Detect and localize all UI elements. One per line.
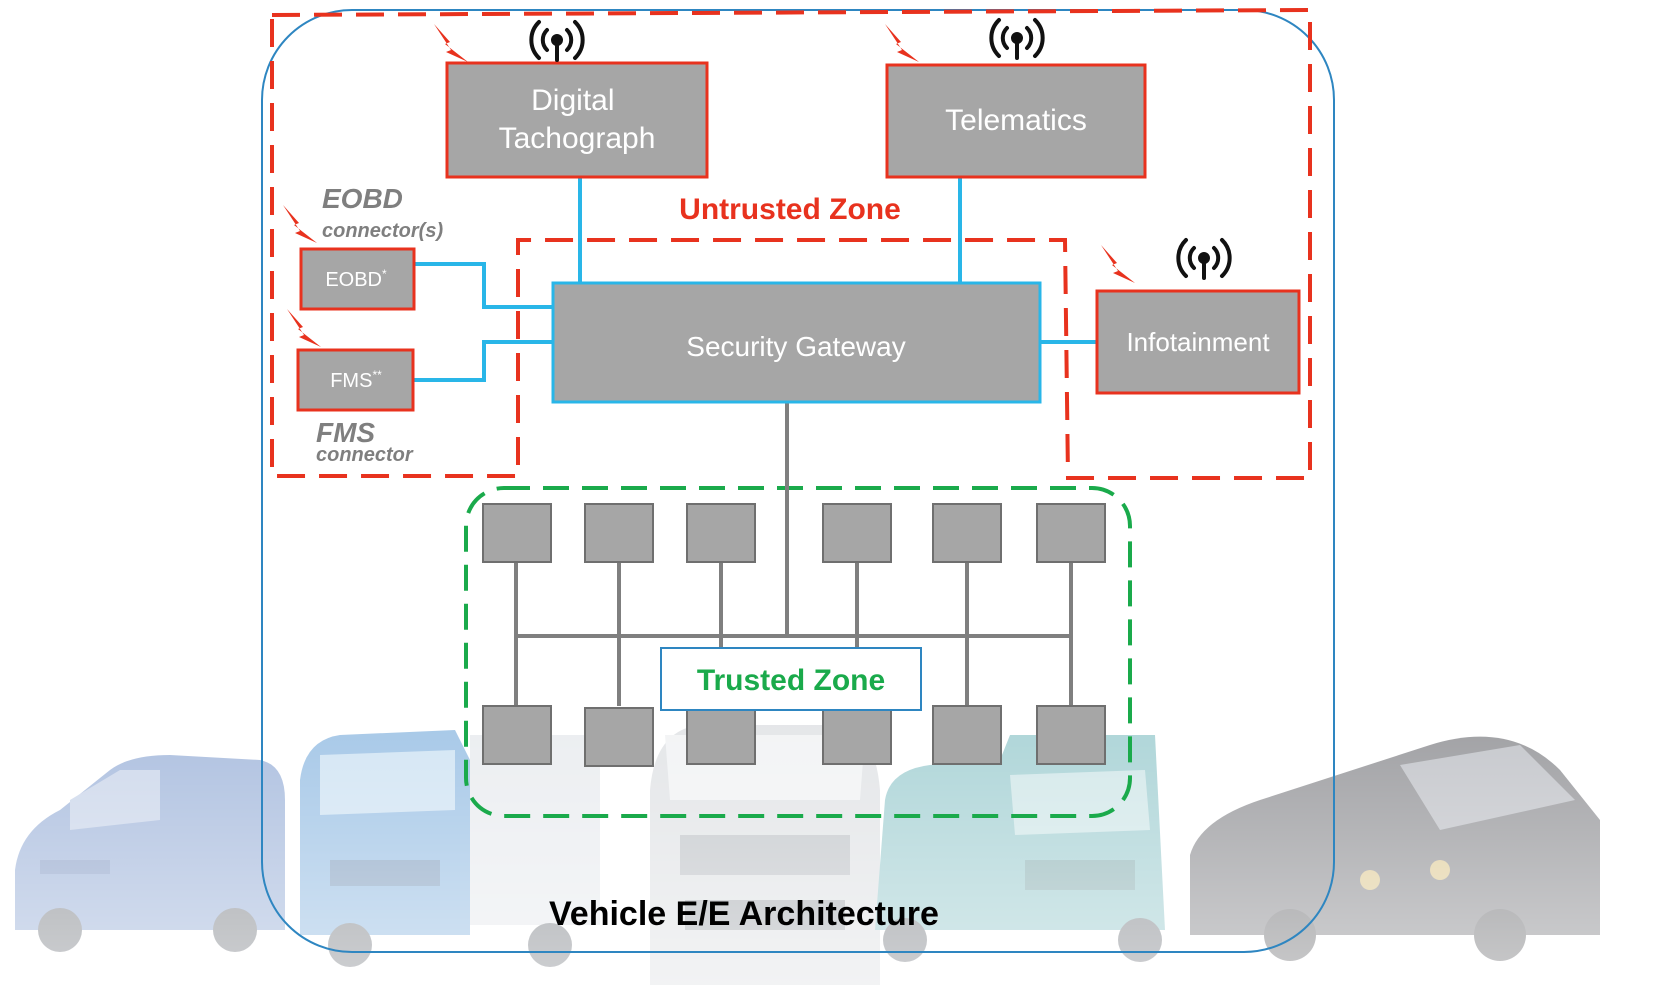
untrusted-zone-label: Untrusted Zone [679,193,901,226]
security-gateway-label: Security Gateway [686,331,905,362]
lightning-bolt-icon [283,205,317,243]
ecu-box [584,503,654,563]
trusted-zone-label: Trusted Zone [697,664,885,697]
telematics-box [885,63,1147,179]
digital-tachograph-label-line2: Tachograph [499,122,656,155]
network-links [412,178,1097,382]
ecu-box [822,705,892,765]
ecu-box [686,503,756,563]
lightning-bolt-icon [885,24,919,62]
eobd-connector-title: EOBD [322,183,403,214]
ecu-box [822,503,892,563]
untrusted-zone-boundary [270,7,1312,480]
security-gateway-box [551,281,1042,404]
ecu-box [686,705,756,765]
infotainment-box [1095,289,1301,395]
infotainment-label: Infotainment [1126,327,1270,357]
link-eobd-gateway [414,262,553,309]
fms-footnote-mark: ** [372,368,382,382]
wireless-antenna-icon [529,20,585,62]
trusted-ecus-bottom [482,705,1106,767]
digital-tachograph-label: Digital Tachograph [499,84,656,155]
trusted-bus [514,402,1073,706]
ecu-box [1036,705,1106,765]
ecu-box [584,707,654,767]
lightning-bolt-icon [1101,245,1135,283]
link-fms-gateway [412,340,553,382]
trusted-zone-boundary [464,486,1132,818]
eobd-box [299,247,416,311]
lightning-bolt-icon [287,309,321,347]
fms-label: FMS** [330,368,382,392]
trusted-zone-label-box [660,647,922,711]
telematics-label: Telematics [945,104,1087,137]
architecture-outline [261,9,1335,953]
eobd-footnote-mark: * [382,267,387,281]
ecu-box [482,503,552,563]
fms-connector-subtitle: connector [316,444,414,466]
ecu-box [932,503,1002,563]
eobd-label: EOBD* [325,267,387,291]
eobd-label-text: EOBD [325,269,382,291]
architecture-title: Vehicle E/E Architecture [549,895,939,933]
fms-box [296,348,415,412]
ecu-box [1036,503,1106,563]
wireless-antenna-icon [989,18,1045,60]
lightning-bolt-icon [434,24,468,62]
eobd-connector-subtitle: connector(s) [322,220,443,242]
wireless-antenna-icon [1176,238,1232,280]
ecu-box [932,705,1002,765]
fms-connector-title: FMS [316,417,375,448]
trusted-ecus-top [482,503,1106,563]
digital-tachograph-box [445,61,709,179]
digital-tachograph-label-line1: Digital [531,84,614,117]
ecu-box [482,705,552,765]
fms-label-text: FMS [330,370,372,392]
